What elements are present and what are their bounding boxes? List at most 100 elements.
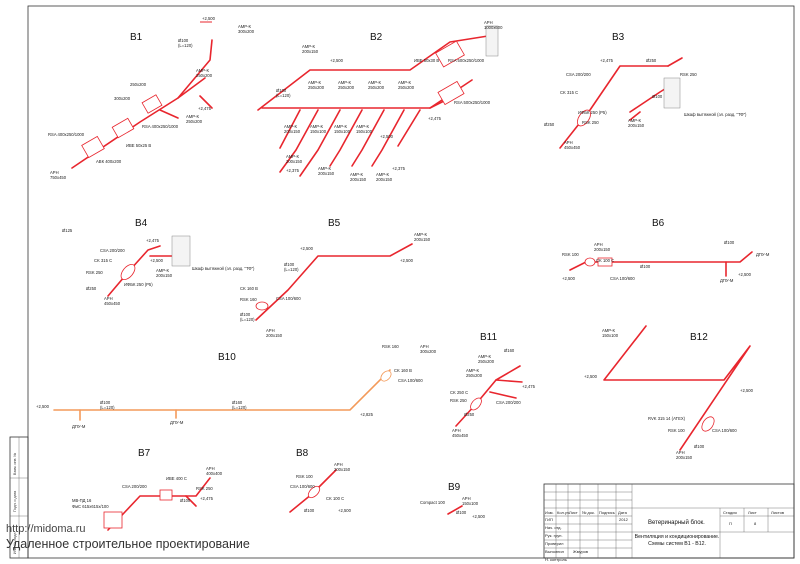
equipment-label: +2,500 <box>338 508 352 513</box>
system-title-b10: В10 <box>218 352 236 363</box>
system-b10: В10 RSK 160 АРН 300x200 CK 160 B CSA 100… <box>36 344 437 429</box>
system-b11: В11 АМР-К 250x200 Ø160 АМР-К 250x200 +2,… <box>450 332 536 438</box>
duct-b2-main <box>257 35 489 111</box>
duct-b3-main <box>559 65 669 149</box>
equipment-label: CSA 200/200 <box>566 72 591 77</box>
equipment-label: 200x150 <box>350 177 367 182</box>
equipment-label: АМР-К <box>368 80 381 85</box>
equipment-label: RSK 250 <box>680 72 697 77</box>
equipment-label: 250x200 <box>130 82 147 87</box>
equipment-label: 200x150 <box>628 123 645 128</box>
equipment-label: Ø250 <box>86 286 97 291</box>
equipment-label: АРН <box>564 140 573 145</box>
equipment-label: Ø100 <box>284 262 295 267</box>
duct-b11-main <box>455 365 521 427</box>
equipment-label: АРН <box>266 328 275 333</box>
equipment-label: 150x100 <box>356 129 373 134</box>
equipment-label: АМР-К <box>338 80 351 85</box>
equipment-label: Ø160 <box>504 348 515 353</box>
equipment-label: Ø160 <box>232 400 243 405</box>
equipment-label: RSA 400x250/1000 <box>142 124 179 129</box>
equipment-label: ИВЕ 400 С <box>166 476 187 481</box>
equipment-label: CSA 100/600 <box>290 484 315 489</box>
equipment-label: Ø100 <box>456 510 467 515</box>
equipment-label: RSK 250 <box>196 486 213 491</box>
filter-unit-b1 <box>81 135 105 159</box>
equipment-label: Ø100 <box>180 498 191 503</box>
system-title-b5: В5 <box>328 218 341 229</box>
equipment-label: АМР-К <box>196 68 209 73</box>
equipment-label: Изм. <box>545 510 554 515</box>
title-sheet-number: 8 <box>754 521 757 526</box>
equipment-label: Лист <box>748 510 757 515</box>
equipment-label: АМР-К <box>628 118 641 123</box>
equipment-label: 150x100 <box>462 501 479 506</box>
equipment-label: Кол.уч. <box>557 510 570 515</box>
system-title-b4: В4 <box>135 218 148 229</box>
watermark-url[interactable]: http://midoma.ru <box>6 523 86 535</box>
system-b12: В12 АМР-К 150x100 +2,500 +2,500 RVK 315 … <box>584 325 754 460</box>
equipment-label: (L=120) <box>178 43 193 48</box>
equipment-label: АРН <box>484 20 493 25</box>
system-title-b1: В1 <box>130 32 143 43</box>
equipment-label: +2,500 <box>738 272 752 277</box>
title-sheet-name: Вентиляция и кондиционирование. Схемы си… <box>634 534 720 547</box>
equipment-label: (L=120) <box>100 405 115 410</box>
equipment-label: 250x200 <box>186 119 203 124</box>
equipment-label: 250x200 <box>478 359 495 364</box>
equipment-label: Дата <box>618 510 628 515</box>
duct-b12-main <box>603 325 751 451</box>
equipment-label: +2,500 <box>330 58 344 63</box>
equipment-label: RSK 250 <box>86 270 103 275</box>
equipment-label: 750x450 <box>50 175 67 180</box>
equipment-label: 200x150 <box>286 159 303 164</box>
equipment-label: АРН <box>676 450 685 455</box>
equipment-label: Н. контроль <box>545 557 567 562</box>
equipment-label: +2,500 <box>36 404 50 409</box>
equipment-label: Проверил <box>545 541 564 546</box>
equipment-label: АМР-К <box>602 328 615 333</box>
equipment-label: RVK 315 14 (АТЕХ) <box>648 416 686 421</box>
equipment-label: RSK 160 <box>240 297 257 302</box>
equipment-label: CSA 100/600 <box>398 378 423 383</box>
side-label-sign: Подп. и дата <box>13 491 17 512</box>
equipment-label: 200x150 <box>594 247 611 252</box>
equipment-label: АРН <box>206 466 215 471</box>
watermark: http://midoma.ru Удаленное строительное … <box>6 522 250 552</box>
equipment-label: 150x100 <box>334 129 351 134</box>
equipment-label: Ø100 <box>640 264 651 269</box>
equipment-label: CK 315 C <box>560 90 578 95</box>
equipment-label: 200x150 <box>156 273 173 278</box>
equipment-label: Ø100 <box>652 94 663 99</box>
equipment-label: 200x150 <box>676 455 693 460</box>
equipment-label: АРН <box>104 296 113 301</box>
equipment-label: Листов <box>771 510 784 515</box>
equipment-label: Лист <box>569 510 578 515</box>
equipment-label: CSA 200/200 <box>122 484 147 489</box>
filter-b3 <box>577 109 591 127</box>
equipment-label: +2,375 <box>286 168 300 173</box>
title-company: Ветеринарный блок. <box>648 519 705 526</box>
equipment-label: Шкаф вытяжной (эл. разд. "ТФ") <box>684 112 747 117</box>
equipment-label: +2,500 <box>740 388 754 393</box>
equipment-label: 200x150 <box>302 49 319 54</box>
equipment-label: +2,475 <box>428 116 442 121</box>
system-b3: В3 +2,475 Ø250 RSK 250 CSA 200/200 CK 31… <box>544 32 747 150</box>
duct-b5-main <box>255 243 413 321</box>
equipment-label: АМР-К <box>284 124 297 129</box>
equipment-label: CSA 100/600 <box>610 276 635 281</box>
equipment-label: АМР-К <box>478 354 491 359</box>
equipment-label: +2,500 <box>380 134 394 139</box>
equipment-label: +2,475 <box>146 238 160 243</box>
equipment-label: ФмС 615x615x/100 <box>72 504 109 509</box>
system-b7: В7 АРН 400x400 ИВЕ 400 С CSA 200/200 RSK… <box>72 448 223 531</box>
equipment-label: АРН <box>594 242 603 247</box>
equipment-label: ИВЕ 50x25 B <box>126 143 151 148</box>
equipment-label: ИФБК 250 (Р5) <box>578 110 607 115</box>
equipment-label: Ø100 <box>276 88 287 93</box>
equipment-label: +2,500 <box>202 16 216 21</box>
equipment-label: +2,500 <box>400 258 414 263</box>
filter-b4 <box>120 263 136 281</box>
equipment-label: ДПУ-М <box>756 252 770 257</box>
equipment-label: 1000x600 <box>484 25 503 30</box>
